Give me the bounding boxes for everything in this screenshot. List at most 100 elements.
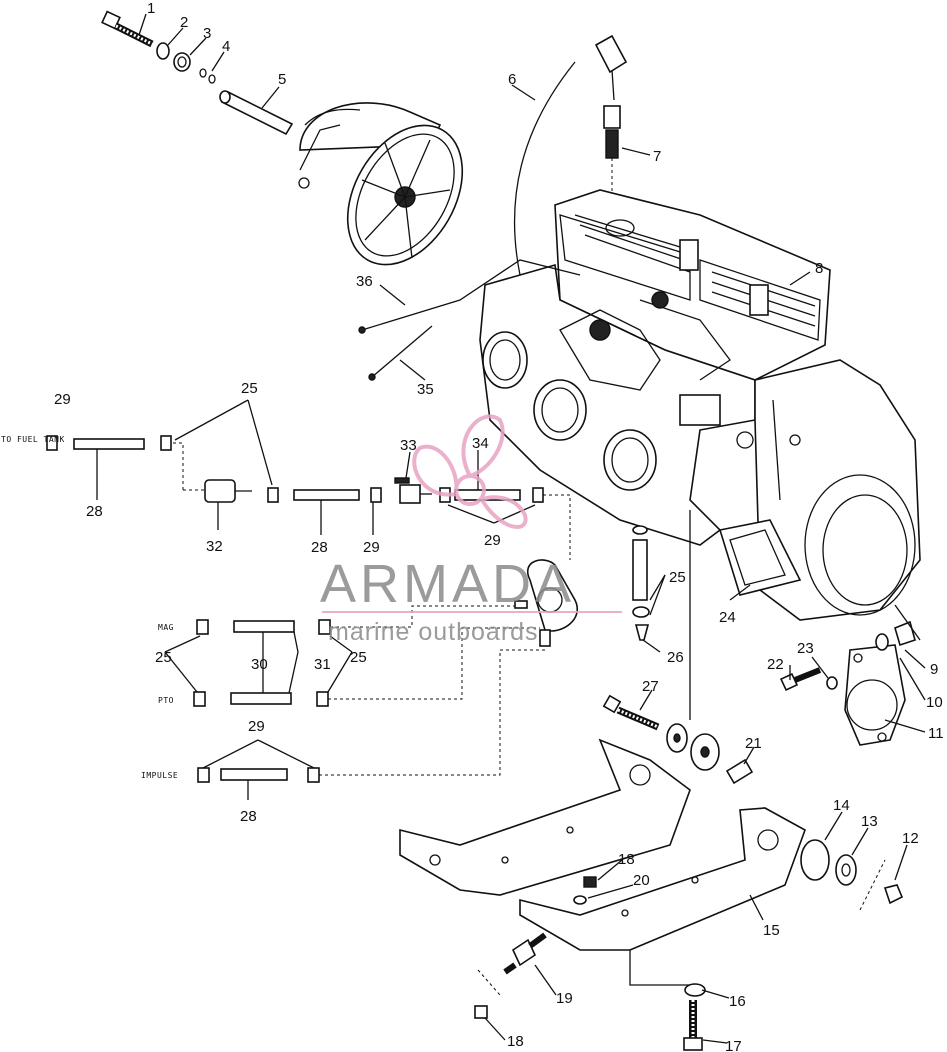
- callout-29d: 29: [248, 718, 265, 735]
- clamp-29: [46, 435, 58, 451]
- fuel-filter-32: [204, 479, 252, 503]
- callout-12: 12: [902, 830, 919, 847]
- watermark-brand: ARMADA: [320, 554, 575, 614]
- clamp-25a: [160, 435, 172, 451]
- callout-15: 15: [763, 922, 780, 939]
- callout-17: 17: [725, 1038, 742, 1052]
- callout-30: 30: [251, 656, 268, 673]
- callout-20: 20: [633, 872, 650, 889]
- watermark-logo: ARMADA marine outboards: [320, 414, 622, 646]
- watermark-tagline: marine outboards: [328, 618, 539, 646]
- propeller-logo-icon: [412, 414, 528, 529]
- hose-30: [233, 620, 295, 633]
- washer-23: [826, 676, 838, 690]
- fuel-valve-33: [394, 477, 432, 504]
- callout-1: 1: [147, 0, 155, 17]
- screw-9: [894, 620, 916, 647]
- callout-24: 24: [719, 609, 736, 626]
- clamp-29d: [532, 487, 544, 503]
- clamp-25f: [316, 691, 329, 707]
- clamp-25c: [196, 619, 209, 635]
- callout-28c: 28: [240, 808, 257, 825]
- callout-31: 31: [314, 656, 331, 673]
- callout-29c: 29: [484, 532, 501, 549]
- callout-25c: 25: [155, 649, 172, 666]
- clamp-25e: [193, 691, 206, 707]
- nut-18a: [583, 876, 597, 888]
- callout-14: 14: [833, 797, 850, 814]
- o-ring-4a: [199, 68, 207, 78]
- callout-34: 34: [472, 435, 489, 452]
- callout-18a: 18: [618, 851, 635, 868]
- bracket-left: [399, 738, 691, 896]
- clamp-29f: [307, 767, 320, 783]
- callout-33: 33: [400, 437, 417, 454]
- callout-2: 2: [180, 14, 188, 31]
- callout-19: 19: [556, 990, 573, 1007]
- mount-spacer: [632, 525, 650, 641]
- callout-8: 8: [815, 260, 823, 277]
- callout-28a: 28: [86, 503, 103, 520]
- callout-3: 3: [203, 25, 211, 42]
- nut-12: [883, 884, 904, 905]
- callout-25a: 25: [241, 380, 258, 397]
- callout-7: 7: [653, 148, 661, 165]
- washer-16: [684, 983, 706, 997]
- clamp-25b: [267, 487, 279, 503]
- callout-23: 23: [797, 640, 814, 657]
- callout-18b: 18: [507, 1033, 524, 1050]
- washer-10: [875, 633, 889, 651]
- hose-31: [230, 692, 292, 705]
- washer-2: [156, 42, 170, 60]
- hose-28a: [73, 438, 145, 450]
- callout-29b: 29: [363, 539, 380, 556]
- callout-5: 5: [278, 71, 286, 88]
- screw-22: [779, 672, 799, 692]
- cable-35: [371, 325, 433, 378]
- bolt-1: [101, 10, 154, 48]
- drive-clutch: [298, 102, 464, 266]
- washer-13: [835, 854, 857, 886]
- callout-26: 26: [667, 649, 684, 666]
- grommet-14: [800, 839, 830, 881]
- mag-label: MAG: [158, 623, 174, 632]
- callout-6: 6: [508, 71, 516, 88]
- callout-32: 32: [206, 538, 223, 555]
- callout-10: 10: [926, 694, 943, 711]
- callout-28b: 28: [311, 539, 328, 556]
- clamp-29e: [197, 767, 210, 783]
- washer-20: [573, 895, 587, 905]
- hose-28c: [220, 768, 288, 781]
- sleeve-21: [725, 758, 754, 785]
- pto-label: PTO: [158, 696, 174, 705]
- cover-11: [844, 644, 906, 746]
- to-fuel-tank-label: TO FUEL TANK: [1, 435, 65, 444]
- callout-22: 22: [767, 656, 784, 673]
- callout-35: 35: [417, 381, 434, 398]
- bracket-15: [519, 807, 806, 951]
- stud-19: [503, 932, 547, 975]
- nut-18b: [474, 1005, 488, 1019]
- callout-16: 16: [729, 993, 746, 1010]
- callout-9: 9: [930, 661, 938, 678]
- impulse-label: IMPULSE: [141, 771, 178, 780]
- plug-wire-6: [513, 61, 576, 276]
- callout-11: 11: [928, 725, 944, 742]
- callout-36: 36: [356, 273, 373, 290]
- callout-numbers: 1 2 3 4 5 6 7 8 9 10 11 12 13 14 15 16 1…: [54, 0, 944, 1052]
- fuel-pump: [514, 559, 578, 647]
- callout-25b: 25: [669, 569, 686, 586]
- callout-25d: 25: [350, 649, 367, 666]
- engine-assembly: [479, 189, 921, 621]
- cable-36: [361, 259, 581, 331]
- bolt-17: [683, 1000, 703, 1051]
- callout-13: 13: [861, 813, 878, 830]
- bolt-27: [602, 694, 660, 731]
- callout-29a: 29: [54, 391, 71, 408]
- bushing-3: [173, 52, 191, 72]
- shaft-5: [219, 90, 294, 136]
- hose-28b: [293, 489, 360, 501]
- callout-21: 21: [745, 735, 762, 752]
